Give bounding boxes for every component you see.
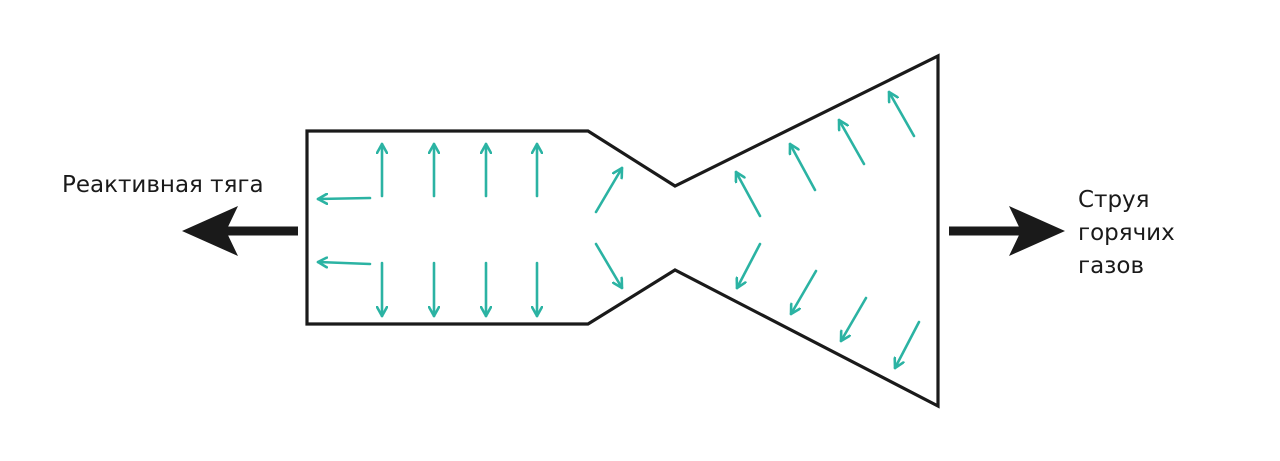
flow-arrow xyxy=(789,269,818,316)
flow-arrow xyxy=(594,166,624,214)
flow-arrow xyxy=(887,90,916,138)
flow-arrows xyxy=(316,90,921,370)
nozzle-outline xyxy=(305,53,940,409)
thrust-arrow xyxy=(182,206,298,256)
jet-label-line-2: горячих xyxy=(1078,220,1175,246)
flow-arrow xyxy=(737,242,762,290)
jet-arrow xyxy=(949,206,1065,256)
hot-gas-jet-label: Струя горячих газов xyxy=(1078,184,1175,283)
flow-arrow xyxy=(895,320,921,370)
flow-arrow xyxy=(594,242,624,290)
jet-label-line-3: газов xyxy=(1078,253,1145,279)
flow-arrow xyxy=(837,118,866,166)
jet-label-line-1: Струя xyxy=(1078,187,1150,213)
flow-arrow xyxy=(736,170,762,218)
flow-arrow xyxy=(839,296,868,343)
flow-arrow xyxy=(316,262,372,264)
thrust-label: Реактивная тяга xyxy=(62,172,264,198)
flow-arrow xyxy=(316,198,372,199)
flow-arrow xyxy=(790,142,817,192)
